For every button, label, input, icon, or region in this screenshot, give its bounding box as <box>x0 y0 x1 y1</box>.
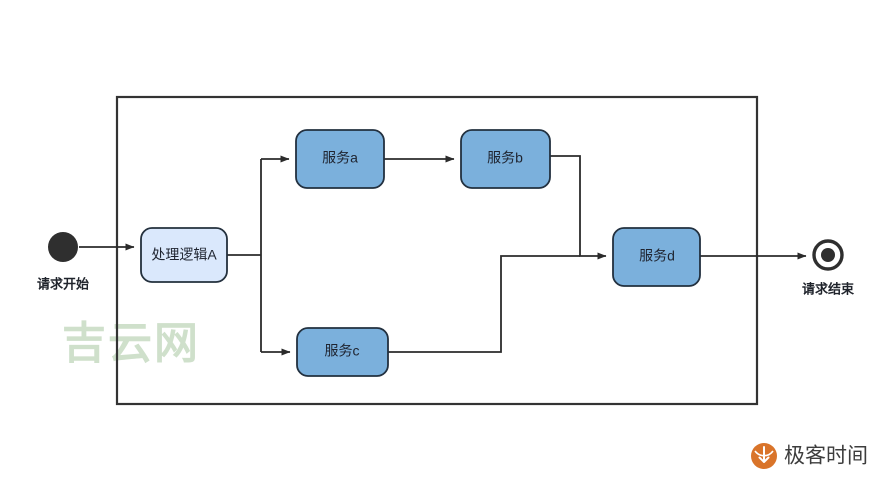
brand-name-label: 极客时间 <box>784 445 868 468</box>
geek-time-logo-swoosh-icon <box>754 450 774 457</box>
service-a[interactable] <box>295 129 385 189</box>
end-node-core <box>821 248 835 262</box>
edge-service-b-to-service-d <box>550 155 607 260</box>
end-node-label: 请求结束 <box>802 281 855 296</box>
watermark-text: 吉云网 <box>62 319 200 368</box>
start-node-label: 请求开始 <box>37 276 89 291</box>
start-node[interactable] <box>48 232 78 262</box>
service-c[interactable] <box>296 327 389 377</box>
geek-time-brand: 极客时间 <box>751 443 868 469</box>
service-a-label: 服务a <box>322 150 358 166</box>
service-d-label: 服务d <box>639 248 675 264</box>
geek-time-logo-arrow-icon <box>758 446 770 463</box>
edge-service-c-to-service-d <box>388 255 580 353</box>
end-node-ring[interactable] <box>812 239 844 271</box>
process-container <box>115 95 759 406</box>
process-logic-a-label: 处理逻辑A <box>151 247 217 263</box>
service-b-label: 服务b <box>487 150 523 166</box>
service-b[interactable] <box>460 129 551 189</box>
process-logic-a[interactable] <box>140 227 228 283</box>
service-d[interactable] <box>612 227 701 287</box>
service-c-label: 服务c <box>325 343 360 359</box>
